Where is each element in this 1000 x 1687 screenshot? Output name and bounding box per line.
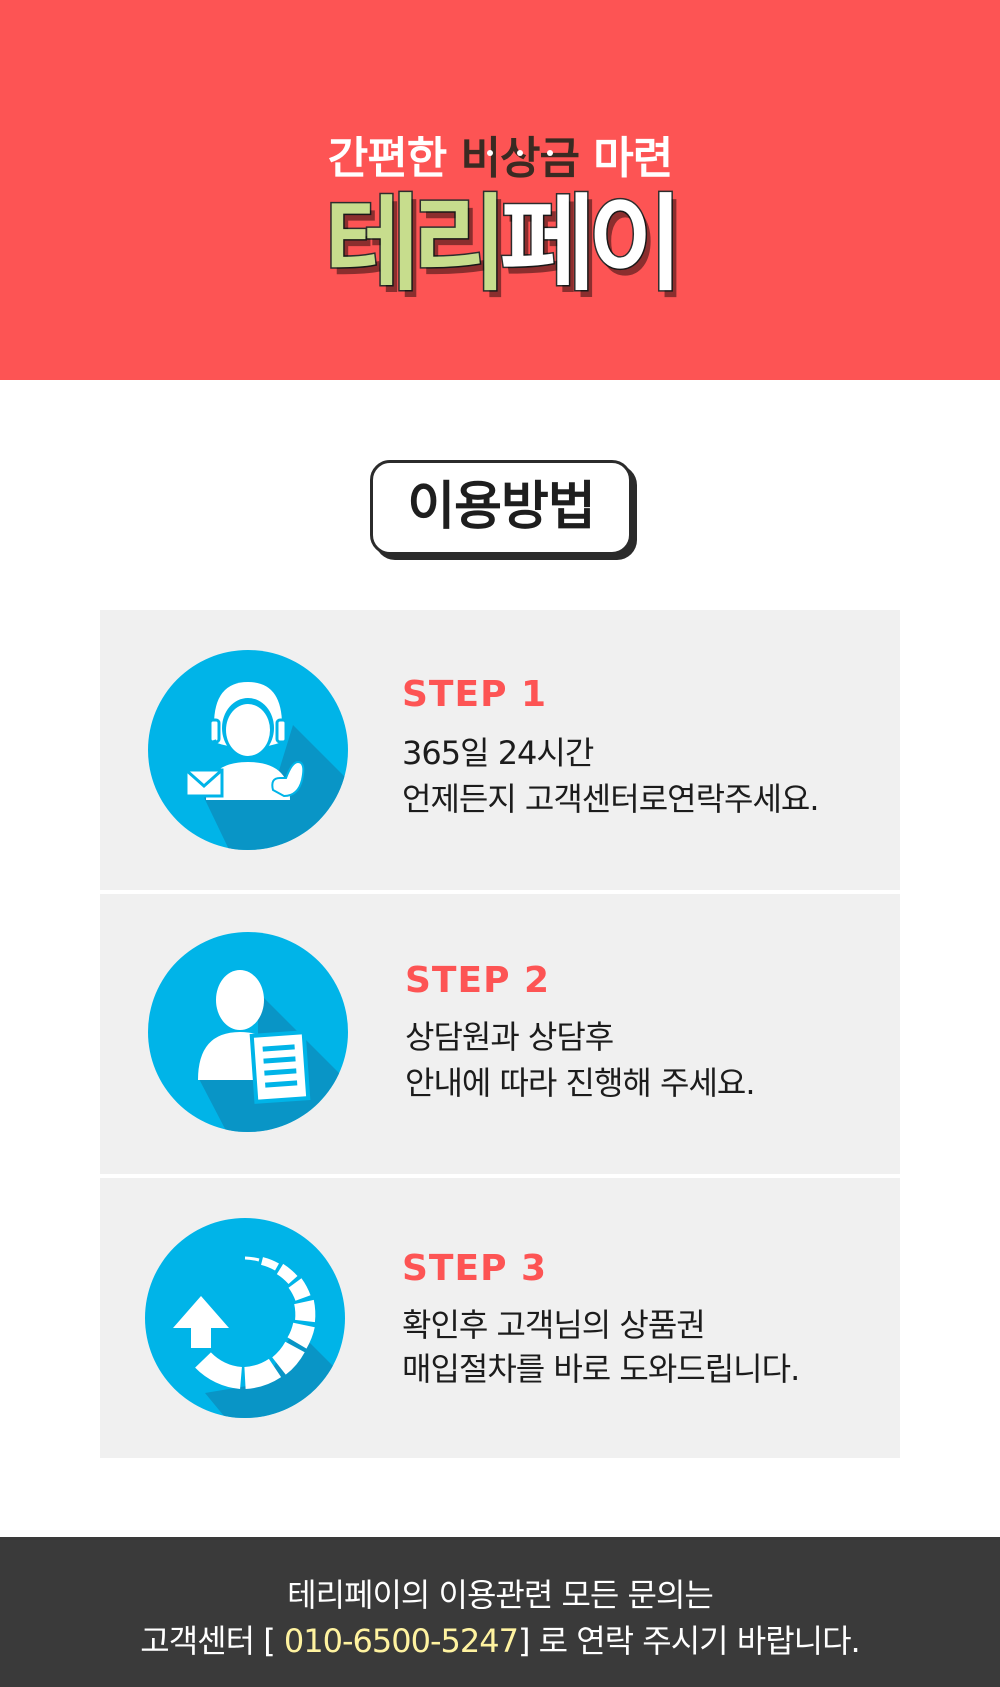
customer-support-icon bbox=[148, 650, 348, 850]
footer-phone-number[interactable]: 010-6500-5247 bbox=[283, 1622, 519, 1660]
consultant-document-icon bbox=[148, 932, 348, 1132]
footer-contact-line: 고객센터 [ 010-6500-5247] 로 연락 주시기 바랍니다. bbox=[0, 1616, 1000, 1662]
subtitle-text-before: 간편한 bbox=[327, 133, 447, 184]
step-description-line1: 365일 24시간 bbox=[402, 734, 594, 772]
howto-title-badge: 이용방법 bbox=[370, 460, 632, 555]
footer-contact: 테리페이의 이용관련 모든 문의는 고객센터 [ 010-6500-5247] … bbox=[0, 1537, 1000, 1687]
footer-prefix: 고객센터 [ bbox=[140, 1622, 275, 1660]
process-loop-icon bbox=[145, 1218, 345, 1418]
brand-logo-green: 테리 bbox=[323, 182, 509, 307]
step-description-line1: 확인후 고객님의 상품권 bbox=[402, 1306, 706, 1344]
step-title: STEP 2 bbox=[405, 960, 551, 1001]
subtitle-emphasis-text: 비상금 bbox=[460, 133, 580, 184]
step-title: STEP 1 bbox=[402, 674, 548, 715]
brand-logo: 테리페이 bbox=[0, 182, 1000, 307]
subtitle-emphasis: 비상금 bbox=[460, 133, 580, 184]
footer-inquiry-text: 테리페이의 이용관련 모든 문의는 bbox=[287, 1576, 714, 1614]
step-card-3: STEP 3 확인후 고객님의 상품권 매입절차를 바로 도와드립니다. bbox=[100, 1178, 900, 1458]
brand-logo-white: 페이 bbox=[498, 182, 684, 307]
footer-suffix: ] 로 연락 주시기 바랍니다. bbox=[517, 1622, 861, 1660]
step-description-line1: 상담원과 상담후 bbox=[405, 1018, 614, 1056]
step-card-2: STEP 2 상담원과 상담후 안내에 따라 진행해 주세요. bbox=[100, 894, 900, 1174]
step-description-line2: 언제든지 고객센터로연락주세요. bbox=[402, 780, 820, 818]
step-title: STEP 3 bbox=[402, 1248, 548, 1289]
step-card-1: STEP 1 365일 24시간 언제든지 고객센터로연락주세요. bbox=[100, 610, 900, 890]
emphasis-dots bbox=[461, 116, 579, 167]
step-description-line2: 안내에 따라 진행해 주세요. bbox=[405, 1064, 756, 1102]
hero-banner: 간편한 비상금 마련 테리페이 bbox=[0, 0, 1000, 380]
subtitle-text-after: 마련 bbox=[593, 133, 673, 184]
hero-subtitle: 간편한 비상금 마련 bbox=[0, 122, 1000, 186]
step-description-line2: 매입절차를 바로 도와드립니다. bbox=[402, 1350, 800, 1388]
